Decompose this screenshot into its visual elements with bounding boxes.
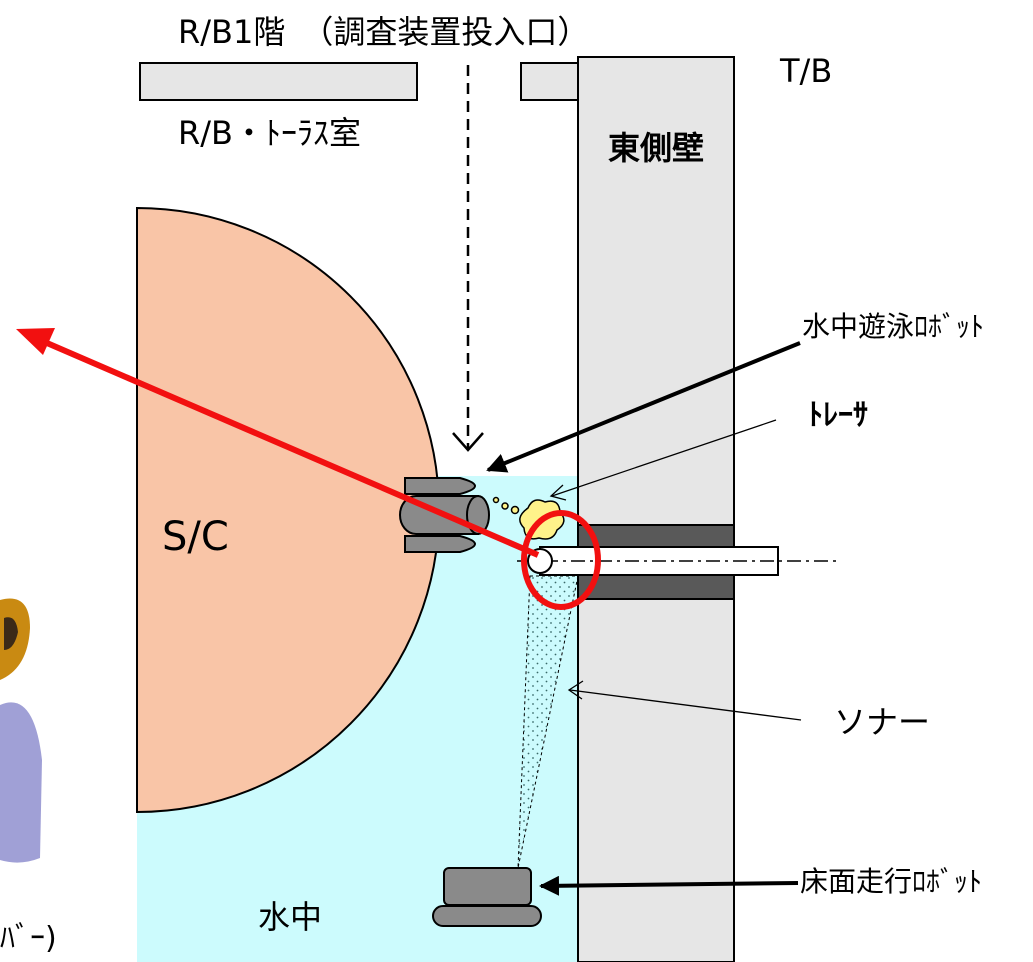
rb-floor1-label: R/B1階 （調査装置投入口） (178, 13, 590, 51)
partial-photo-fragment (0, 598, 42, 863)
swimming-robot-leader (486, 341, 801, 473)
tracer-label: ﾄﾚｰｻ (808, 398, 868, 433)
red-pointer-line (38, 337, 540, 558)
floor-robot-label: 床面走行ﾛﾎﾞｯﾄ (800, 865, 983, 898)
underwater-label: 水中 (258, 898, 323, 936)
tracer-leader-head (549, 484, 567, 501)
edge-partial-label: ﾊﾞｰ) (0, 921, 57, 956)
sonar-cone (517, 575, 579, 869)
tb-label: T/B (780, 52, 833, 90)
sonar-leader-head (567, 680, 584, 700)
rb-torus-room-label: R/B・ﾄｰﾗｽ室 (178, 114, 361, 152)
red-pointer-arrowhead (16, 328, 55, 355)
sonar-label: ソナー (834, 703, 931, 741)
sc-label: S/C (162, 514, 229, 560)
leak-highlight-ellipse (521, 510, 601, 610)
rb-floor-slab-left (139, 62, 418, 101)
floor-robot-shape (432, 867, 542, 927)
east-wall-label: 東側壁 (608, 129, 705, 167)
tracer-leader (551, 419, 777, 497)
swimming-robot-label: 水中遊泳ﾛﾎﾞｯﾄ (802, 310, 985, 343)
east-wall-shape (577, 56, 735, 962)
insertion-arrow-head (452, 432, 484, 452)
floor-robot-leader (539, 875, 799, 896)
rb-floor-slab-right (520, 62, 579, 101)
sonar-leader (569, 689, 802, 721)
